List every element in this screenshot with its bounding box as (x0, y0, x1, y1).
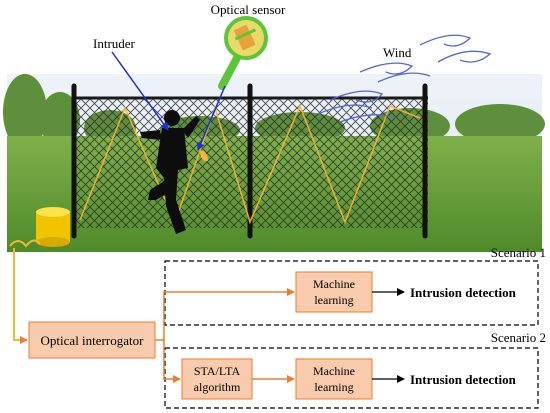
intrusion-detection-output-2: Intrusion detection (410, 372, 517, 387)
fence-posts (71, 83, 428, 239)
ml-box-scenario2-line2: learning (314, 380, 353, 394)
wind-icon (317, 34, 492, 123)
flow-connectors (155, 288, 295, 383)
scenario2-container (164, 347, 539, 409)
sensor-spot (200, 150, 208, 162)
sta-lta-box (181, 358, 253, 400)
wind-label: Wind (383, 45, 412, 60)
sensor-pointer-arrow (197, 85, 226, 151)
optical-interrogator-box (28, 321, 156, 359)
optical-sensor-label: Optical sensor (211, 2, 286, 17)
ml-box-scenario1-line1: Machine (313, 277, 355, 291)
sta-lta-box-line1: STA/LTA (194, 364, 241, 378)
ml-box-scenario2-line1: Machine (313, 364, 355, 378)
scenario1-container (164, 260, 539, 326)
ml-box-scenario1-line2: learning (314, 293, 353, 307)
intrusion-detection-output-1: Intrusion detection (410, 285, 517, 300)
ml-box-scenario1 (295, 271, 373, 313)
ml-box-scenario2 (295, 358, 373, 400)
intruder-figure (140, 110, 200, 234)
optical-interrogator-label: Optical interrogator (41, 333, 145, 348)
scenario1-label: Scenario 1 (491, 245, 546, 260)
sta-lta-box-line2: algorithm (194, 380, 241, 394)
scenario2-label: Scenario 2 (491, 330, 546, 345)
intruder-label: Intruder (93, 36, 136, 51)
optical-fiber (79, 103, 421, 225)
optical-sensor-icon (218, 16, 268, 90)
fence-photo (3, 74, 545, 252)
intruder-pointer-arrow (111, 51, 169, 131)
fiber-link-arrow (13, 248, 28, 344)
cable-spool (9, 207, 70, 248)
